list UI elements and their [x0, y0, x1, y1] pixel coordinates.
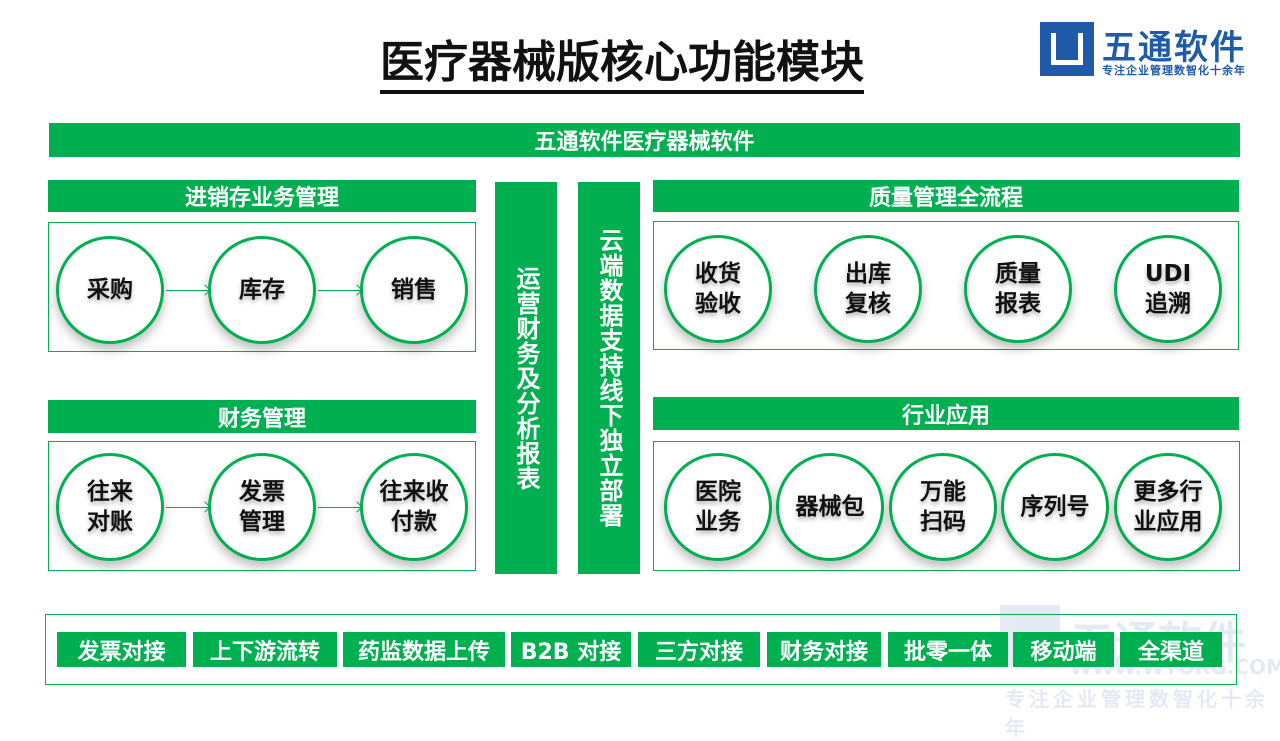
- finance-header: 财务管理: [48, 400, 476, 433]
- tag-invoice: 发票对接: [57, 632, 186, 667]
- tag-regulatory-upload: 药监数据上传: [343, 632, 505, 667]
- logo-slogan: 专注企业管理数智化十余年: [1102, 64, 1246, 77]
- quality-item-receiving: 收货 验收: [664, 235, 772, 343]
- arrow-icon: [166, 507, 209, 508]
- vertical-bar-cloud-deploy: 云端数据支持线下独立部署: [578, 182, 640, 574]
- quality-item-report: 质量 报表: [964, 235, 1072, 343]
- industry-header: 行业应用: [653, 397, 1239, 430]
- quality-header: 质量管理全流程: [653, 180, 1239, 212]
- psi-item-purchase: 采购: [56, 236, 164, 344]
- industry-item-kit: 器械包: [776, 453, 884, 561]
- logo-name: 五通软件: [1102, 28, 1246, 68]
- psi-item-sales: 销售: [360, 236, 468, 344]
- finance-item-payment: 往来收 付款: [360, 453, 468, 561]
- arrow-icon: [166, 290, 209, 291]
- top-banner: 五通软件医疗器械软件: [49, 123, 1240, 157]
- quality-item-udi: UDI 追溯: [1114, 235, 1222, 343]
- arrow-icon: [318, 507, 361, 508]
- industry-item-more: 更多行 业应用: [1114, 453, 1222, 561]
- tag-supply-chain: 上下游流转: [193, 632, 337, 667]
- industry-item-hospital: 医院 业务: [664, 453, 772, 561]
- tag-third-party: 三方对接: [638, 632, 760, 667]
- tag-b2b: B2B 对接: [511, 632, 631, 667]
- psi-item-inventory: 库存: [208, 236, 316, 344]
- finance-item-invoice: 发票 管理: [208, 453, 316, 561]
- industry-item-scan: 万能 扫码: [889, 453, 997, 561]
- tag-wholesale-retail: 批零一体: [888, 632, 1008, 667]
- industry-item-serial: 序列号: [1001, 453, 1109, 561]
- brand-logo: 五通软件 专注企业管理数智化十余年: [1040, 20, 1260, 78]
- psi-header: 进销存业务管理: [48, 180, 476, 212]
- finance-item-reconcile: 往来 对账: [56, 453, 164, 561]
- tag-mobile: 移动端: [1013, 632, 1114, 667]
- integration-box: [45, 614, 1237, 685]
- page-title: 医疗器械版核心功能模块: [0, 26, 1244, 94]
- quality-item-outbound: 出库 复核: [814, 235, 922, 343]
- logo-mark-icon: [1040, 22, 1094, 76]
- vertical-bar-finance-analysis: 运营财务及分析报表: [495, 182, 557, 574]
- arrow-icon: [318, 290, 361, 291]
- tag-finance: 财务对接: [767, 632, 881, 667]
- tag-omnichannel: 全渠道: [1120, 632, 1222, 667]
